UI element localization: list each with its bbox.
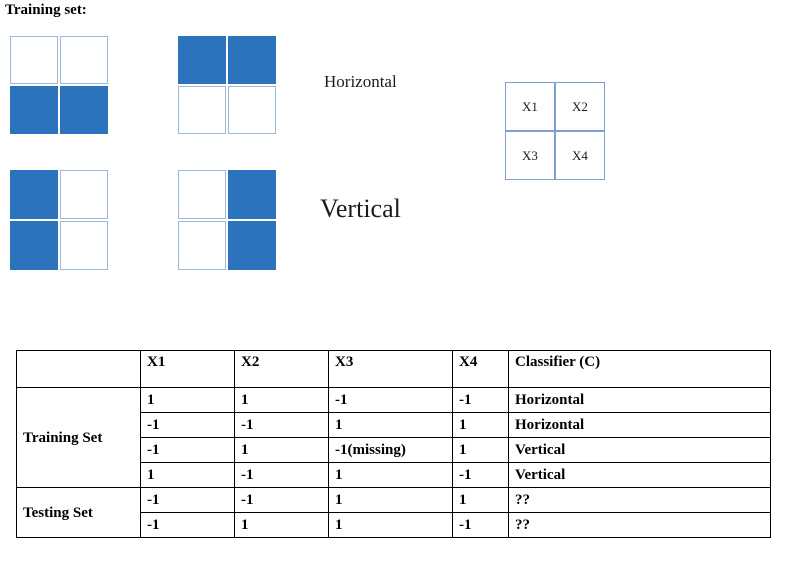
row-group-label: Testing Set xyxy=(16,487,141,538)
cell-classifier-unknown: ?? xyxy=(508,512,771,538)
pattern-cell-x4 xyxy=(60,86,108,134)
cell-x2: 1 xyxy=(234,387,329,413)
feature-legend-grid: X1 X2 X3 X4 xyxy=(505,82,605,180)
pattern-grid-horizontal-2 xyxy=(178,36,276,134)
legend-cell-x3: X3 xyxy=(505,131,555,180)
pattern-cell-x3 xyxy=(178,221,226,270)
pattern-cell-x3 xyxy=(178,86,226,134)
cell-classifier-unknown: ?? xyxy=(508,487,771,513)
cell-x4: 1 xyxy=(452,487,509,513)
cell-x1: 1 xyxy=(140,462,235,488)
pattern-cell-x2 xyxy=(60,170,108,219)
cell-x3: 1 xyxy=(328,412,453,438)
pattern-cell-x1 xyxy=(10,36,58,84)
pattern-cell-x3 xyxy=(10,221,58,270)
cell-x3: -1(missing) xyxy=(328,437,453,463)
pattern-cell-x1 xyxy=(178,36,226,84)
cell-x2: 1 xyxy=(234,512,329,538)
cell-x1: -1 xyxy=(140,512,235,538)
pattern-grid-vertical-2 xyxy=(178,170,276,270)
cell-x3: -1 xyxy=(328,387,453,413)
cell-x2: -1 xyxy=(234,412,329,438)
pattern-grid-vertical-1 xyxy=(10,170,108,270)
cell-x4: -1 xyxy=(452,462,509,488)
cell-x4: -1 xyxy=(452,512,509,538)
pattern-cell-x1 xyxy=(10,170,58,219)
header-x1: X1 xyxy=(140,350,235,388)
legend-cell-x2: X2 xyxy=(555,82,605,131)
table-header-row: X1 X2 X3 X4 Classifier (C) xyxy=(16,350,771,388)
cell-x2: 1 xyxy=(234,437,329,463)
pattern-cell-x2 xyxy=(228,36,276,84)
cell-classifier: Vertical xyxy=(508,462,771,488)
pattern-cell-x1 xyxy=(178,170,226,219)
pattern-cell-x4 xyxy=(228,86,276,134)
row-group-label: Training Set xyxy=(16,387,141,488)
page-title: Training set: xyxy=(5,2,87,18)
cell-x4: 1 xyxy=(452,437,509,463)
cell-x3: 1 xyxy=(328,512,453,538)
class-label-horizontal: Horizontal xyxy=(324,72,397,91)
cell-x2: -1 xyxy=(234,487,329,513)
header-classifier: Classifier (C) xyxy=(508,350,771,388)
legend-cell-x4: X4 xyxy=(555,131,605,180)
header-x4: X4 xyxy=(452,350,509,388)
header-x3: X3 xyxy=(328,350,453,388)
cell-x3: 1 xyxy=(328,462,453,488)
legend-cell-x1: X1 xyxy=(505,82,555,131)
cell-classifier: Horizontal xyxy=(508,412,771,438)
cell-x4: -1 xyxy=(452,387,509,413)
pattern-cell-x4 xyxy=(60,221,108,270)
cell-x1: 1 xyxy=(140,387,235,413)
cell-x1: -1 xyxy=(140,487,235,513)
header-x2: X2 xyxy=(234,350,329,388)
pattern-cell-x2 xyxy=(228,170,276,219)
pattern-cell-x3 xyxy=(10,86,58,134)
pattern-cell-x4 xyxy=(228,221,276,270)
pattern-cell-x2 xyxy=(60,36,108,84)
class-label-vertical: Vertical xyxy=(320,194,401,223)
cell-x3: 1 xyxy=(328,487,453,513)
header-group xyxy=(16,350,141,388)
pattern-grid-horizontal-1 xyxy=(10,36,108,134)
cell-x1: -1 xyxy=(140,412,235,438)
cell-classifier: Horizontal xyxy=(508,387,771,413)
cell-x1: -1 xyxy=(140,437,235,463)
cell-x2: -1 xyxy=(234,462,329,488)
cell-classifier: Vertical xyxy=(508,437,771,463)
cell-x4: 1 xyxy=(452,412,509,438)
